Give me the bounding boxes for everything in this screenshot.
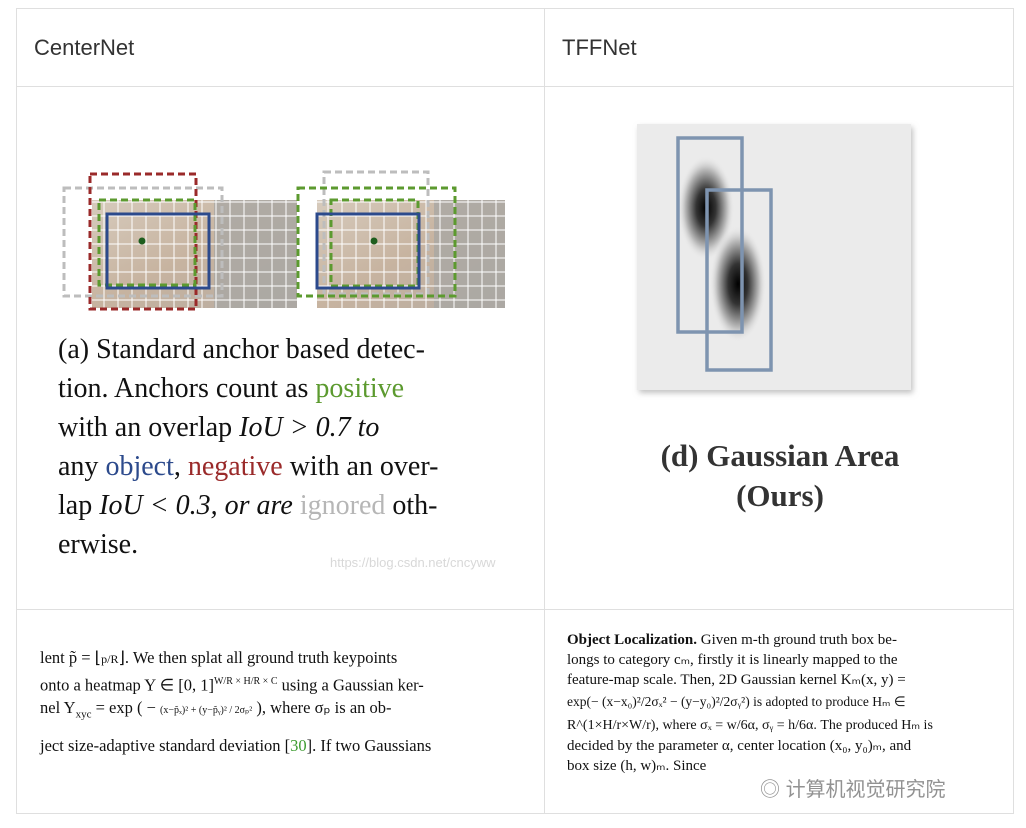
word-object: object [105, 451, 174, 482]
caption-anchor-based: (a) Standard anchor based detec- tion. A… [58, 330, 508, 564]
caption-line-2: tion. Anchors count as positive [58, 373, 405, 404]
object-box [105, 212, 211, 290]
wechat-watermark: ◎ 计算机视觉研究院 [760, 779, 946, 801]
gaussian-blob-2 [710, 226, 766, 342]
gaussian-illustration [637, 124, 911, 390]
caption-line-6: erwise. [58, 529, 139, 560]
word-negative: negative [187, 451, 283, 482]
word-ignored: ignored [299, 490, 386, 521]
caption-line-3: with an overlap IoU > 0.7 to [58, 412, 380, 443]
gt-box-1 [676, 136, 744, 334]
caption-line-4: any object, negative with an over- [58, 451, 439, 482]
caption-line-1: (a) Standard anchor based detec- [58, 334, 425, 365]
ignored-anchor-box [322, 170, 430, 296]
row-divider [16, 609, 1014, 610]
column-divider [544, 8, 545, 814]
citation-link: 30 [290, 736, 307, 755]
figure-anchor-based [34, 104, 528, 581]
positive-anchor-box [296, 186, 457, 298]
object-center-point [370, 237, 378, 245]
anchor-illustration [62, 170, 505, 311]
caption-gaussian-area: (d) Gaussian Area (Ours) [660, 438, 900, 513]
heatmap-canvas [637, 124, 911, 390]
positive-anchor-box [97, 198, 197, 287]
caption-line-5: lap IoU < 0.3, or are ignored oth- [58, 490, 438, 521]
figure-gaussian-area [562, 108, 998, 578]
object-center-point [138, 237, 146, 245]
word-positive: positive [315, 373, 405, 404]
ignored-anchor-box [62, 186, 224, 298]
header-centernet: CenterNet [34, 35, 135, 60]
url-watermark: https://blog.csdn.net/cncyww [330, 555, 496, 570]
object-box [315, 212, 421, 290]
header-row-divider [16, 86, 1014, 87]
comparison-table [16, 8, 1014, 814]
header-tffnet: TFFNet [562, 35, 637, 60]
gt-box-2 [705, 188, 773, 372]
